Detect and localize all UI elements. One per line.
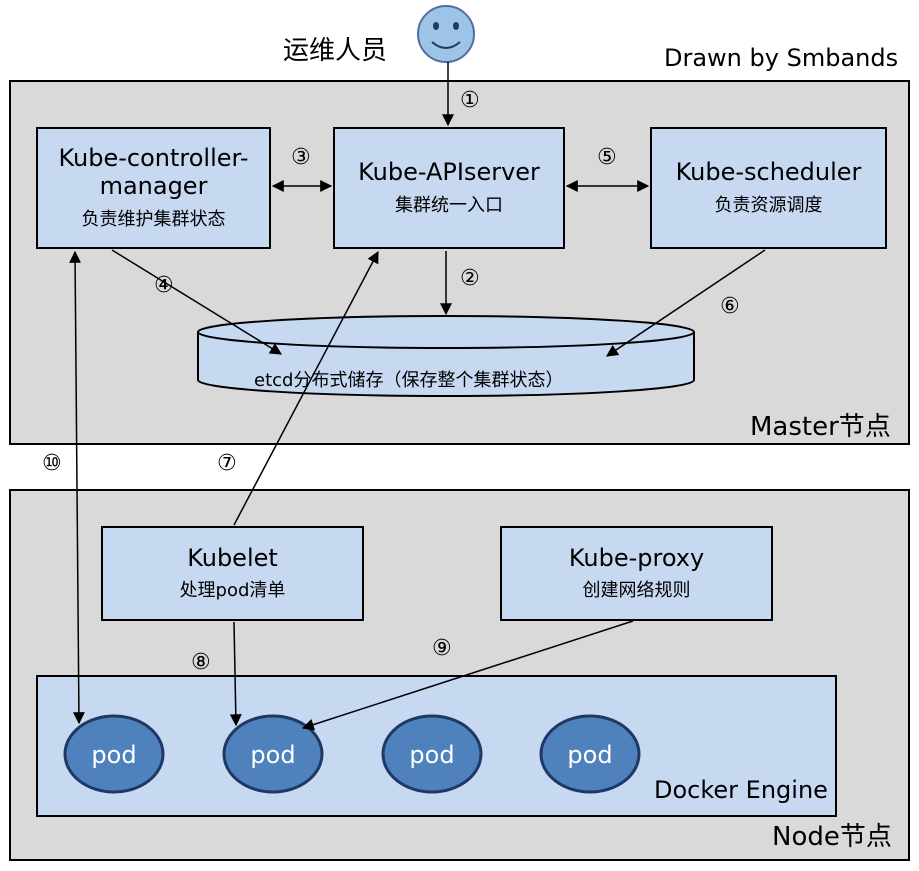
step-6-label: ⑥	[720, 294, 740, 319]
apiserver-subtitle: 集群统一入口	[395, 194, 503, 216]
scheduler-title: Kube-scheduler	[675, 158, 862, 187]
arrow-8	[229, 621, 242, 727]
kube-proxy-title: Kube-proxy	[568, 543, 705, 572]
step-10-label: ⑩	[42, 451, 62, 476]
kubelet-subtitle: 处理pod清单	[179, 580, 286, 602]
pod-4	[539, 714, 641, 794]
arrow-9	[301, 620, 634, 731]
kube-proxy-box: Kube-proxy 创建网络规则	[500, 526, 773, 621]
credit-label: Drawn by Smbands	[664, 44, 899, 72]
pod-1-label: pod	[91, 741, 136, 769]
step-7-label: ⑦	[217, 451, 237, 476]
arrow-7	[233, 250, 379, 526]
step-1-label: ①	[460, 88, 480, 113]
scheduler-box: Kube-scheduler 负责资源调度	[650, 127, 887, 249]
controller-manager-box: Kube-controller- manager 负责维护集群状态	[36, 127, 271, 249]
pod-2-label: pod	[250, 741, 295, 769]
docker-engine-label: Docker Engine	[654, 776, 828, 804]
kubelet-title: Kubelet	[187, 543, 278, 572]
apiserver-title: Kube-APIserver	[358, 158, 540, 187]
step-8-label: ⑧	[191, 650, 211, 675]
arrow-10	[69, 250, 85, 725]
operator-label: 运维人员	[283, 36, 388, 66]
controller-subtitle: 负责维护集群状态	[81, 208, 226, 230]
master-label: Master节点	[750, 412, 891, 442]
apiserver-box: Kube-APIserver 集群统一入口	[333, 127, 565, 249]
step-9-label: ⑨	[432, 636, 452, 661]
etcd-label: etcd分布式储存（保存整个集群状态）	[254, 370, 564, 391]
step-5-label: ⑤	[597, 145, 617, 170]
pod-3	[381, 714, 483, 794]
arrow-4	[111, 249, 283, 355]
kube-proxy-subtitle: 创建网络规则	[582, 580, 691, 602]
controller-title-2: manager	[99, 172, 208, 200]
step-4-label: ④	[154, 273, 174, 298]
controller-title-1: Kube-controller-	[58, 144, 249, 173]
pod-1	[63, 714, 165, 794]
arrow-6	[606, 249, 766, 357]
kubelet-box: Kubelet 处理pod清单	[101, 526, 364, 621]
scheduler-subtitle: 负责资源调度	[714, 194, 823, 216]
pod-2	[222, 714, 324, 794]
pod-4-label: pod	[567, 741, 612, 769]
step-3-label: ③	[291, 145, 311, 170]
pod-3-label: pod	[409, 741, 454, 769]
node-label: Node节点	[772, 822, 892, 852]
step-2-label: ②	[460, 266, 480, 291]
